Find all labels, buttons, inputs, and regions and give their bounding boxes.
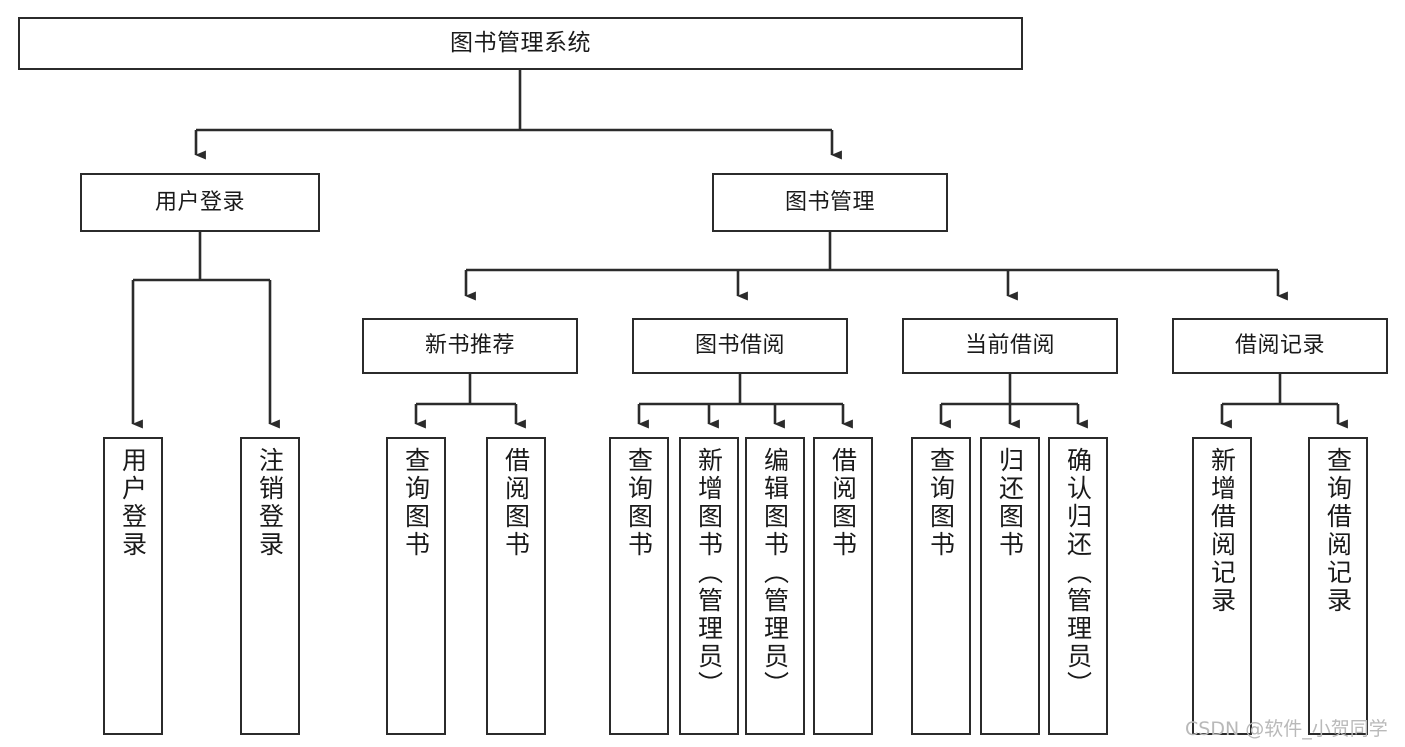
node-current-borrow-label: 当前借阅: [964, 333, 1055, 359]
node-book-borrow[interactable]: 图书借阅: [632, 318, 848, 374]
leaf-add-record[interactable]: 新增借阅记录: [1192, 437, 1252, 735]
node-book-borrow-label: 图书借阅: [694, 333, 785, 359]
leaf-add-book-label: 新增图书（管理员）: [694, 447, 724, 699]
node-borrow-record[interactable]: 借阅记录: [1172, 318, 1388, 374]
leaf-borrow-book-2[interactable]: 借阅图书: [813, 437, 873, 735]
leaf-return-book[interactable]: 归还图书: [980, 437, 1040, 735]
leaf-logout-login-label: 注销登录: [255, 447, 285, 559]
node-root-label: 图书管理系统: [450, 29, 591, 56]
node-new-book-recommend[interactable]: 新书推荐: [362, 318, 578, 374]
leaf-user-login-label: 用户登录: [118, 447, 148, 559]
node-current-borrow[interactable]: 当前借阅: [902, 318, 1118, 374]
leaf-query-record[interactable]: 查询借阅记录: [1308, 437, 1368, 735]
node-user-login-label: 用户登录: [154, 189, 245, 215]
leaf-borrow-book-1[interactable]: 借阅图书: [486, 437, 546, 735]
leaf-return-book-label: 归还图书: [995, 447, 1025, 559]
node-borrow-record-label: 借阅记录: [1234, 333, 1325, 359]
leaf-edit-book-label: 编辑图书（管理员）: [760, 447, 790, 699]
leaf-confirm-return[interactable]: 确认归还（管理员）: [1048, 437, 1108, 735]
node-root[interactable]: 图书管理系统: [18, 17, 1023, 70]
leaf-query-book-1[interactable]: 查询图书: [386, 437, 446, 735]
leaf-add-book[interactable]: 新增图书（管理员）: [679, 437, 739, 735]
leaf-query-book-2-label: 查询图书: [624, 447, 654, 559]
watermark: CSDN @软件_小贺同学: [1185, 718, 1388, 740]
leaf-add-record-label: 新增借阅记录: [1207, 447, 1237, 615]
leaf-user-login[interactable]: 用户登录: [103, 437, 163, 735]
leaf-query-book-3[interactable]: 查询图书: [911, 437, 971, 735]
node-book-manage-label: 图书管理: [784, 189, 875, 215]
leaf-query-record-label: 查询借阅记录: [1323, 447, 1353, 615]
leaf-borrow-book-1-label: 借阅图书: [501, 447, 531, 559]
leaf-query-book-1-label: 查询图书: [401, 447, 431, 559]
leaf-edit-book[interactable]: 编辑图书（管理员）: [745, 437, 805, 735]
leaf-borrow-book-2-label: 借阅图书: [828, 447, 858, 559]
leaf-confirm-return-label: 确认归还（管理员）: [1063, 447, 1093, 699]
node-new-book-recommend-label: 新书推荐: [424, 333, 515, 359]
leaf-query-book-2[interactable]: 查询图书: [609, 437, 669, 735]
leaf-query-book-3-label: 查询图书: [926, 447, 956, 559]
node-user-login[interactable]: 用户登录: [80, 173, 320, 232]
node-book-manage[interactable]: 图书管理: [712, 173, 948, 232]
leaf-logout-login[interactable]: 注销登录: [240, 437, 300, 735]
